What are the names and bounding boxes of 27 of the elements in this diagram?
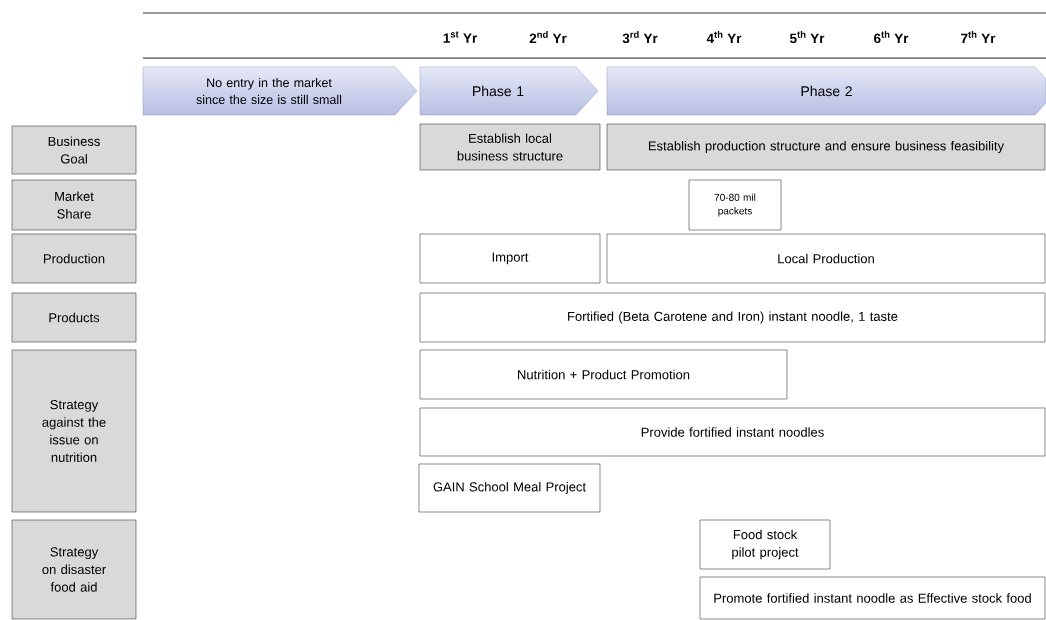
row-header-box: Market Share [11,179,137,231]
phase-banner: Phase 2 [606,66,1046,116]
activity-box: GAIN School Meal Project [418,463,601,513]
activity-box: Food stock pilot project [699,519,831,570]
year-label: 5$^{th}$ Yr [789,30,825,44]
activity-box: Promote fortified instant noodle as Effective stock food [699,576,1046,620]
year-label: 3$^{rd}$ Yr [622,30,658,44]
goal-box: Establish production structure and ensure business feasibility [606,123,1046,171]
row-header-box: Products [11,292,137,343]
row-header-box: Production [11,233,137,284]
year-label: 2$^{nd}$ Yr [529,30,567,44]
row-header-box: Strategy against the issue on nutrition [11,349,137,513]
activity-box: Provide fortified instant noodles [419,407,1046,457]
goal-box: Establish local business structure [419,123,601,171]
year-label: 6$^{th}$ Yr [874,30,909,44]
activity-box: Local Production [606,233,1046,284]
row-header-box: Business Goal [11,125,137,175]
year-label: 1$^{st}$ Yr [443,31,477,43]
activity-box: Fortified (Beta Carotene and Iron) instant noodle, 1 taste [419,292,1046,343]
phase-banner: Phase 1 [419,66,599,116]
phase-banner: No entry in the market since the size is still small [142,66,418,116]
activity-box: Import [419,233,601,284]
activity-box: Nutrition + Product Promotion [419,349,788,400]
year-label: 7$^{th}$ Yr [961,30,996,44]
row-header-box: Strategy on disaster food aid [11,519,137,620]
year-label: 4$^{th}$ Yr [706,30,742,44]
activity-box: 70-80 mil packets [688,179,782,231]
